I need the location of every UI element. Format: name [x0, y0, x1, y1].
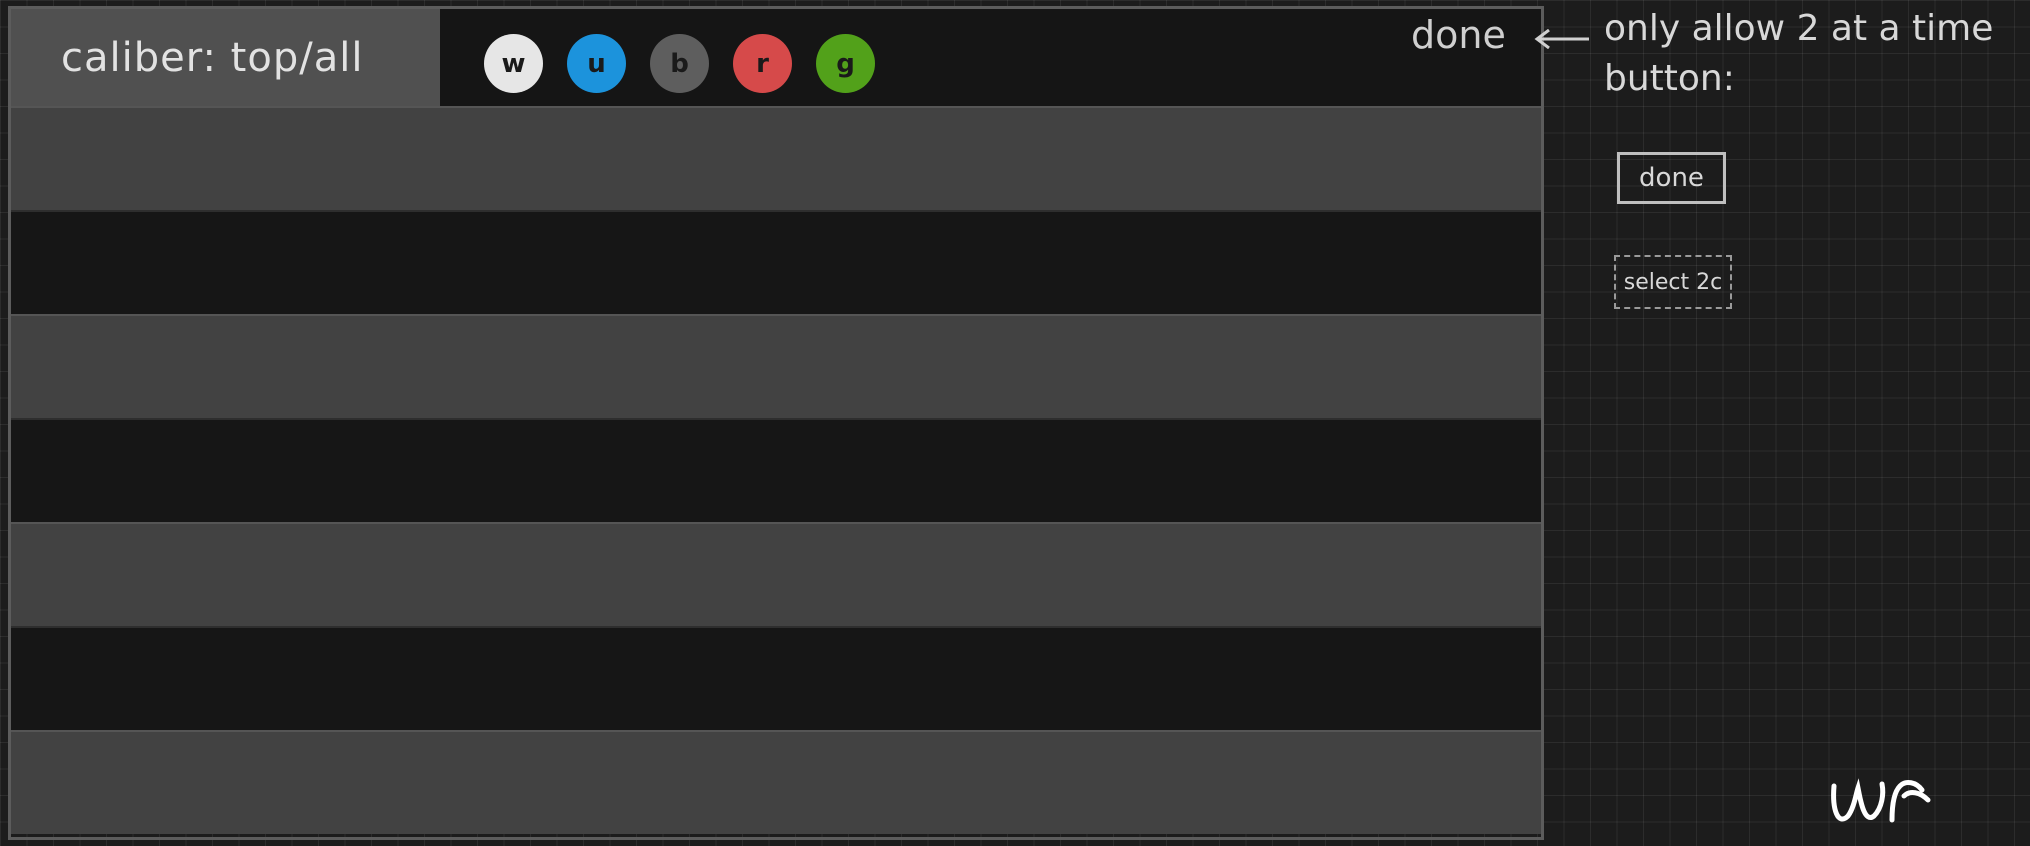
caliber-tab[interactable]: caliber: top/all [11, 9, 440, 106]
filter-letter-b: b [670, 48, 689, 79]
filter-letter-r: r [756, 48, 769, 79]
list-row[interactable] [11, 314, 1541, 418]
results-list [11, 106, 1541, 834]
sample-select-label: select 2c [1623, 269, 1723, 295]
annotation-line-2: button: [1604, 58, 1735, 99]
signature-mark [1831, 778, 1931, 823]
sample-done-button: done [1617, 152, 1726, 204]
color-filter-r[interactable]: r [733, 34, 792, 93]
list-row[interactable] [11, 106, 1541, 210]
main-frame: caliber: top/all w u b r g done [8, 6, 1544, 840]
color-filter-w[interactable]: w [484, 34, 543, 93]
header-bar: caliber: top/all w u b r g done [11, 9, 1541, 106]
color-filter-g[interactable]: g [816, 34, 875, 93]
color-filter-u[interactable]: u [567, 34, 626, 93]
sample-select-button: select 2c [1614, 255, 1732, 309]
list-row[interactable] [11, 730, 1541, 834]
done-button[interactable]: done [1411, 13, 1506, 57]
filter-letter-w: w [501, 48, 526, 79]
color-filter-b[interactable]: b [650, 34, 709, 93]
list-row[interactable] [11, 626, 1541, 730]
filter-letter-u: u [587, 48, 606, 79]
list-row[interactable] [11, 522, 1541, 626]
filter-letter-g: g [836, 48, 855, 79]
color-filter-group: w u b r g [484, 34, 875, 93]
sample-done-label: done [1639, 163, 1704, 193]
arrow-left-icon [1534, 29, 1589, 49]
list-row[interactable] [11, 210, 1541, 314]
caliber-label: caliber: top/all [61, 34, 364, 81]
list-row[interactable] [11, 418, 1541, 522]
annotation-line-1: only allow 2 at a time [1604, 8, 1994, 49]
